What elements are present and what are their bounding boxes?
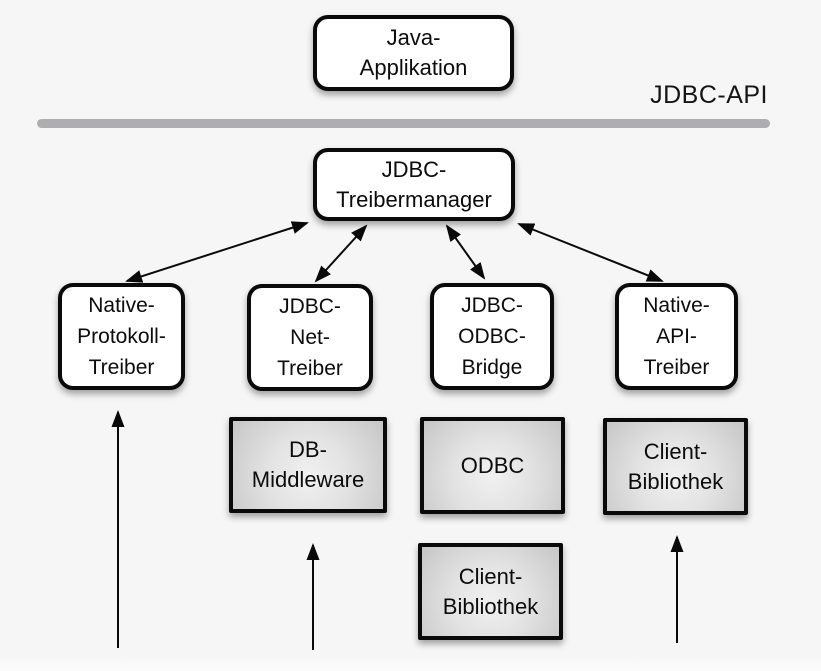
odbc-box: ODBC	[420, 417, 565, 514]
arrow-manager-jdbc-odbc	[445, 224, 486, 280]
java-applikation-box: Java- Applikation	[313, 15, 514, 91]
arrow-manager-native-api	[517, 223, 664, 282]
box-label-line: Treiber	[643, 356, 710, 379]
box-label-line: JDBC-	[381, 156, 447, 182]
box-label-line: ODBC-	[458, 325, 526, 348]
box-label-line: Treiber	[277, 357, 343, 380]
jdbc-net-treiber-box: JDBC- Net- Treiber	[247, 284, 373, 391]
box-label-line: JDBC-	[279, 295, 341, 318]
jdbc-api-divider-line	[37, 119, 770, 128]
arrow-manager-jdbc-net	[314, 224, 368, 283]
db-middleware-box: DB- Middleware	[229, 417, 387, 513]
box-label-line: Native-	[643, 294, 710, 317]
box-label-line: Java-	[386, 25, 441, 50]
arrow-manager-native-protokoll	[125, 221, 309, 283]
box-label-line: Treiber	[88, 356, 155, 379]
box-label-line: Bibliothek	[442, 593, 539, 619]
box-label-line: Protokoll-	[77, 325, 166, 348]
box-label-line: Client-	[458, 563, 523, 589]
box-label-line: API-	[656, 325, 697, 348]
jdbc-treibermanager-box: JDBC- Treibermanager	[313, 148, 515, 221]
jdbc-odbc-bridge-box: JDBC- ODBC- Bridge	[430, 283, 554, 390]
box-label-line: Client-	[643, 438, 708, 464]
box-label-line: JDBC-	[461, 294, 523, 317]
client-bibliothek-right-box: Client- Bibliothek	[603, 418, 748, 515]
box-label-line: DB-	[289, 437, 327, 462]
box-label-line: ODBC	[460, 452, 525, 478]
box-label-line: Bridge	[461, 356, 523, 379]
box-label-line: Bibliothek	[627, 468, 724, 494]
box-label-line: Treibermanager	[336, 186, 492, 212]
jdbc-api-label: JDBC-API	[650, 81, 768, 109]
native-protokoll-treiber-box: Native- Protokoll- Treiber	[58, 283, 185, 390]
box-label-line: Native-	[88, 294, 155, 317]
client-bibliothek-lower-box: Client- Bibliothek	[418, 543, 563, 640]
box-label-line: Middleware	[251, 467, 365, 492]
box-label-line: Applikation	[359, 55, 468, 80]
native-api-treiber-box: Native- API- Treiber	[615, 283, 738, 390]
box-label-line: Net-	[290, 326, 330, 349]
